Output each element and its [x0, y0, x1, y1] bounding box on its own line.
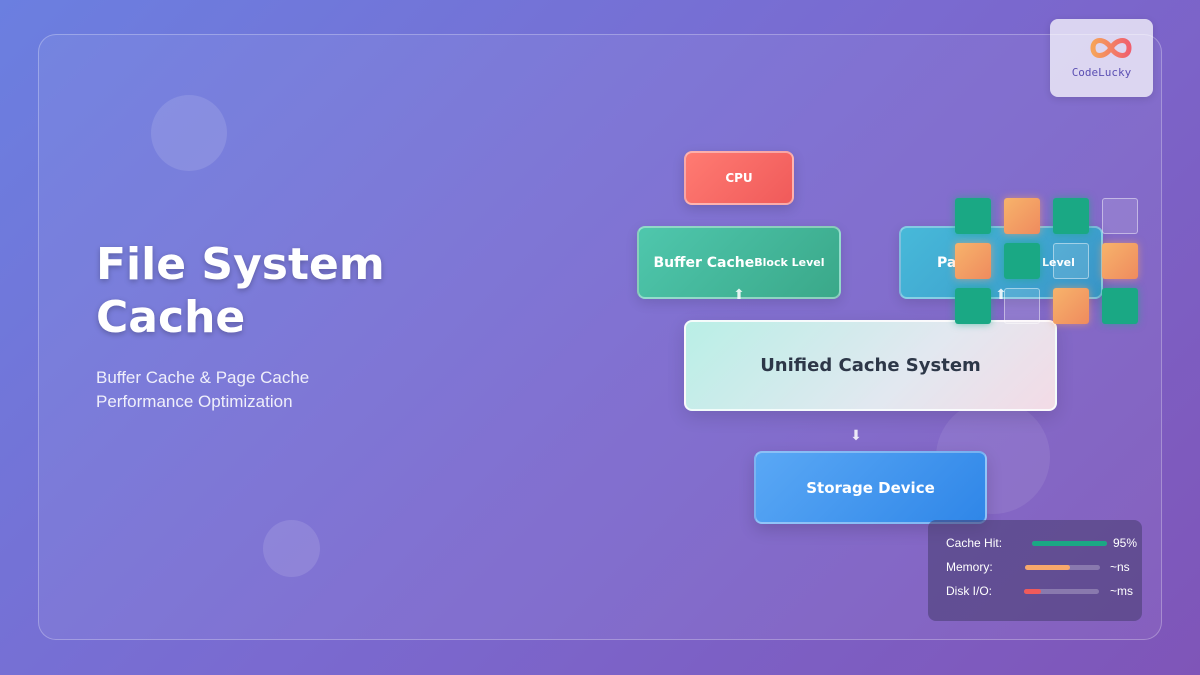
arrow-up-page-icon: ⬆: [995, 287, 1007, 303]
metric-bar: [1025, 565, 1100, 570]
cache-tile-orange: [955, 243, 991, 279]
metric-bar: [1024, 589, 1099, 594]
cache-tile-orange: [1102, 243, 1138, 279]
arrow-up-buffer-icon: ⬆: [733, 287, 745, 303]
page-cache-box: Pa Level: [899, 226, 1103, 299]
cache-tile-empty: [1053, 243, 1089, 279]
buffer-cache-label: Buffer Cache: [653, 254, 755, 271]
cache-tile-green: [955, 288, 991, 324]
cpu-box: CPU: [684, 151, 794, 205]
buffer-cache-level: Block Level: [754, 256, 825, 269]
cache-tile-orange: [1053, 288, 1089, 324]
cache-tile-green: [955, 198, 991, 234]
arrow-down-icon: ⬇: [850, 428, 862, 444]
decor-circle-top: [151, 95, 227, 171]
decor-circle-bottom: [263, 520, 320, 577]
metric-bar-fill: [1032, 541, 1107, 546]
cpu-label: CPU: [725, 171, 753, 185]
page-title: File System Cache: [96, 239, 385, 343]
logo-text: CodeLucky: [1071, 66, 1132, 79]
page-subtitle: Buffer Cache & Page Cache Performance Op…: [96, 366, 496, 414]
cache-tile-green: [1102, 288, 1138, 324]
metric-bar-fill: [1025, 565, 1070, 570]
unified-cache-box: Unified Cache System: [684, 320, 1057, 411]
unified-cache-label: Unified Cache System: [760, 355, 981, 376]
metric-bar: [1032, 541, 1107, 546]
storage-device-label: Storage Device: [806, 478, 935, 497]
metric-row: Memory: ~ns: [946, 560, 1132, 576]
cache-tile-empty: [1004, 288, 1040, 324]
subtitle-line-2: Performance Optimization: [96, 392, 293, 411]
metric-value: ~ms: [1110, 584, 1134, 598]
cache-tile-empty: [1102, 198, 1138, 234]
page-cache-label: Pa: [937, 254, 957, 271]
subtitle-line-1: Buffer Cache & Page Cache: [96, 368, 310, 387]
cache-tile-green: [1053, 198, 1089, 234]
metric-row: Cache Hit: 95%: [946, 536, 1137, 552]
infinity-logo-icon: [1090, 38, 1132, 58]
metric-value: 95%: [1113, 536, 1138, 550]
cache-tile-green: [1004, 243, 1040, 279]
page-cache-level: Level: [1042, 256, 1075, 269]
metric-row: Disk I/O: ~ms: [946, 584, 1134, 600]
storage-device-box: Storage Device: [754, 451, 987, 524]
metric-label: Cache Hit:: [946, 536, 1003, 550]
metric-label: Disk I/O:: [946, 584, 993, 598]
metric-label: Memory:: [946, 560, 993, 574]
metric-bar-fill: [1024, 589, 1041, 594]
metric-value: ~ns: [1110, 560, 1130, 574]
cache-tile-orange: [1004, 198, 1040, 234]
codelucky-logo: CodeLucky: [1050, 19, 1153, 97]
